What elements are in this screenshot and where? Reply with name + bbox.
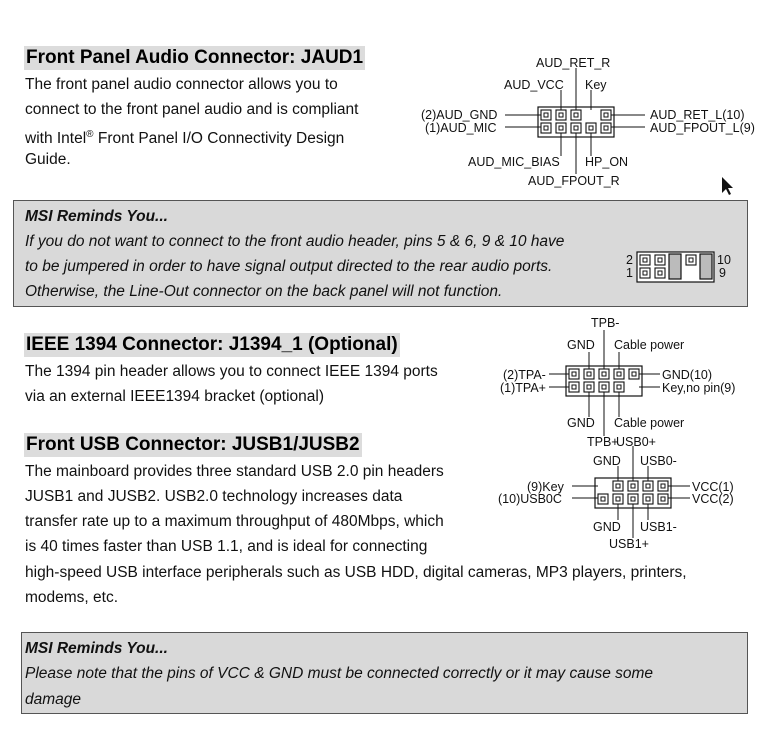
- reminder-2-line-2: damage: [25, 691, 82, 708]
- pin-usb-gnd-bottom: GND: [593, 520, 621, 534]
- usb-desc-line-6: modems, etc.: [25, 589, 119, 606]
- ieee-heading: IEEE 1394 Connector: J1394_1 (Optional): [24, 333, 400, 357]
- reminder-1-line-3: Otherwise, the Line-Out connector on the…: [25, 283, 503, 300]
- reminder-1-line-2: to be jumpered in order to have signal o…: [25, 258, 553, 275]
- audio-heading: Front Panel Audio Connector: JAUD1: [24, 46, 366, 70]
- usb-desc-line-2: JUSB1 and JUSB2. USB2.0 technology incre…: [25, 488, 403, 505]
- jumper-label-10: 10: [717, 253, 731, 267]
- pin-aud-fpout-r: AUD_FPOUT_R: [528, 174, 620, 188]
- ieee-desc-line-1: The 1394 pin header allows you to connec…: [25, 363, 438, 380]
- audio-desc-intel: with Intel: [25, 130, 87, 148]
- audio-desc-intel-rest: Front Panel I/O Connectivity Design: [97, 130, 345, 148]
- pin-aud-ret-l: AUD_RET_L(10): [650, 108, 745, 122]
- pin-cable-power-bottom: Cable power: [614, 416, 685, 430]
- usb-desc-line-5: high-speed USB interface peripherals suc…: [25, 564, 687, 581]
- pin-usb1-plus: USB1+: [609, 537, 649, 551]
- pin-key: Key: [585, 78, 607, 92]
- pin-ieee-gnd-top: GND: [567, 338, 595, 352]
- msi-reminder-box-2: [21, 632, 748, 714]
- pin-usb0-minus: USB0-: [640, 454, 677, 468]
- audio-desc-line-2: connect to the front panel audio and is …: [25, 101, 359, 118]
- pin-usb0c10: (10)USB0C: [498, 492, 562, 506]
- usb-desc-line-3: transfer rate up to a maximum throughput…: [25, 513, 444, 530]
- pin-aud-mic: (1)AUD_MIC: [425, 121, 497, 135]
- jumper-label-9: 9: [719, 266, 726, 280]
- pin-hp-on: HP_ON: [585, 155, 629, 169]
- pin-aud-mic-bias: AUD_MIC_BIAS: [468, 155, 560, 169]
- pin-ieee-gnd-bottom: GND: [567, 416, 595, 430]
- pin-key9-usb: (9)Key: [527, 480, 564, 494]
- pin-aud-vcc: AUD_VCC: [504, 78, 564, 92]
- jumper-label-1: 1: [626, 266, 633, 280]
- audio-desc-line-3: with Intel® Front Panel I/O Connectivity…: [25, 126, 344, 148]
- reminder-1-line-1: If you do not want to connect to the fro…: [25, 233, 565, 250]
- pin-gnd10: GND(10): [662, 368, 713, 382]
- usb-desc-line-4: is 40 times faster than USB 1.1, and is …: [25, 538, 428, 555]
- pin-aud-gnd: (2)AUD_GND: [421, 108, 498, 122]
- mouse-cursor-icon: [722, 177, 733, 195]
- pin-aud-ret-r: AUD_RET_R: [536, 56, 611, 70]
- pin-aud-fpout-l: AUD_FPOUT_L(9): [650, 121, 755, 135]
- ieee-desc-line-2: via an external IEEE1394 bracket (option…: [25, 388, 324, 405]
- reminder-1-title: MSI Reminds You...: [25, 208, 168, 225]
- pin-key-no-pin9: Key,no pin(9): [662, 381, 736, 395]
- reminder-2-title: MSI Reminds You...: [25, 640, 168, 657]
- pin-vcc1: VCC(1): [692, 480, 734, 494]
- pin-usb0-plus: USB0+: [616, 435, 656, 449]
- jumper-label-2: 2: [626, 253, 633, 267]
- pin-tpa-minus: (2)TPA-: [503, 368, 546, 382]
- reminder-2-line-1: Please note that the pins of VCC & GND m…: [25, 665, 654, 682]
- pin-usb-gnd-top: GND: [593, 454, 621, 468]
- msi-reminder-box-1: [13, 200, 748, 307]
- pin-vcc2: VCC(2): [692, 492, 734, 506]
- audio-desc-line-1: The front panel audio connector allows y…: [25, 76, 338, 93]
- usb-desc-line-1: The mainboard provides three standard US…: [25, 463, 444, 480]
- registered-mark: ®: [86, 129, 94, 140]
- audio-desc-line-4: Guide.: [25, 151, 71, 168]
- pin-tpb-plus: TPB+: [587, 435, 619, 449]
- pin-usb1-minus: USB1-: [640, 520, 677, 534]
- pin-cable-power-top: Cable power: [614, 338, 685, 352]
- usb-heading: Front USB Connector: JUSB1/JUSB2: [24, 433, 362, 457]
- pin-tpa-plus: (1)TPA+: [500, 381, 546, 395]
- pin-tpb-minus: TPB-: [591, 316, 620, 330]
